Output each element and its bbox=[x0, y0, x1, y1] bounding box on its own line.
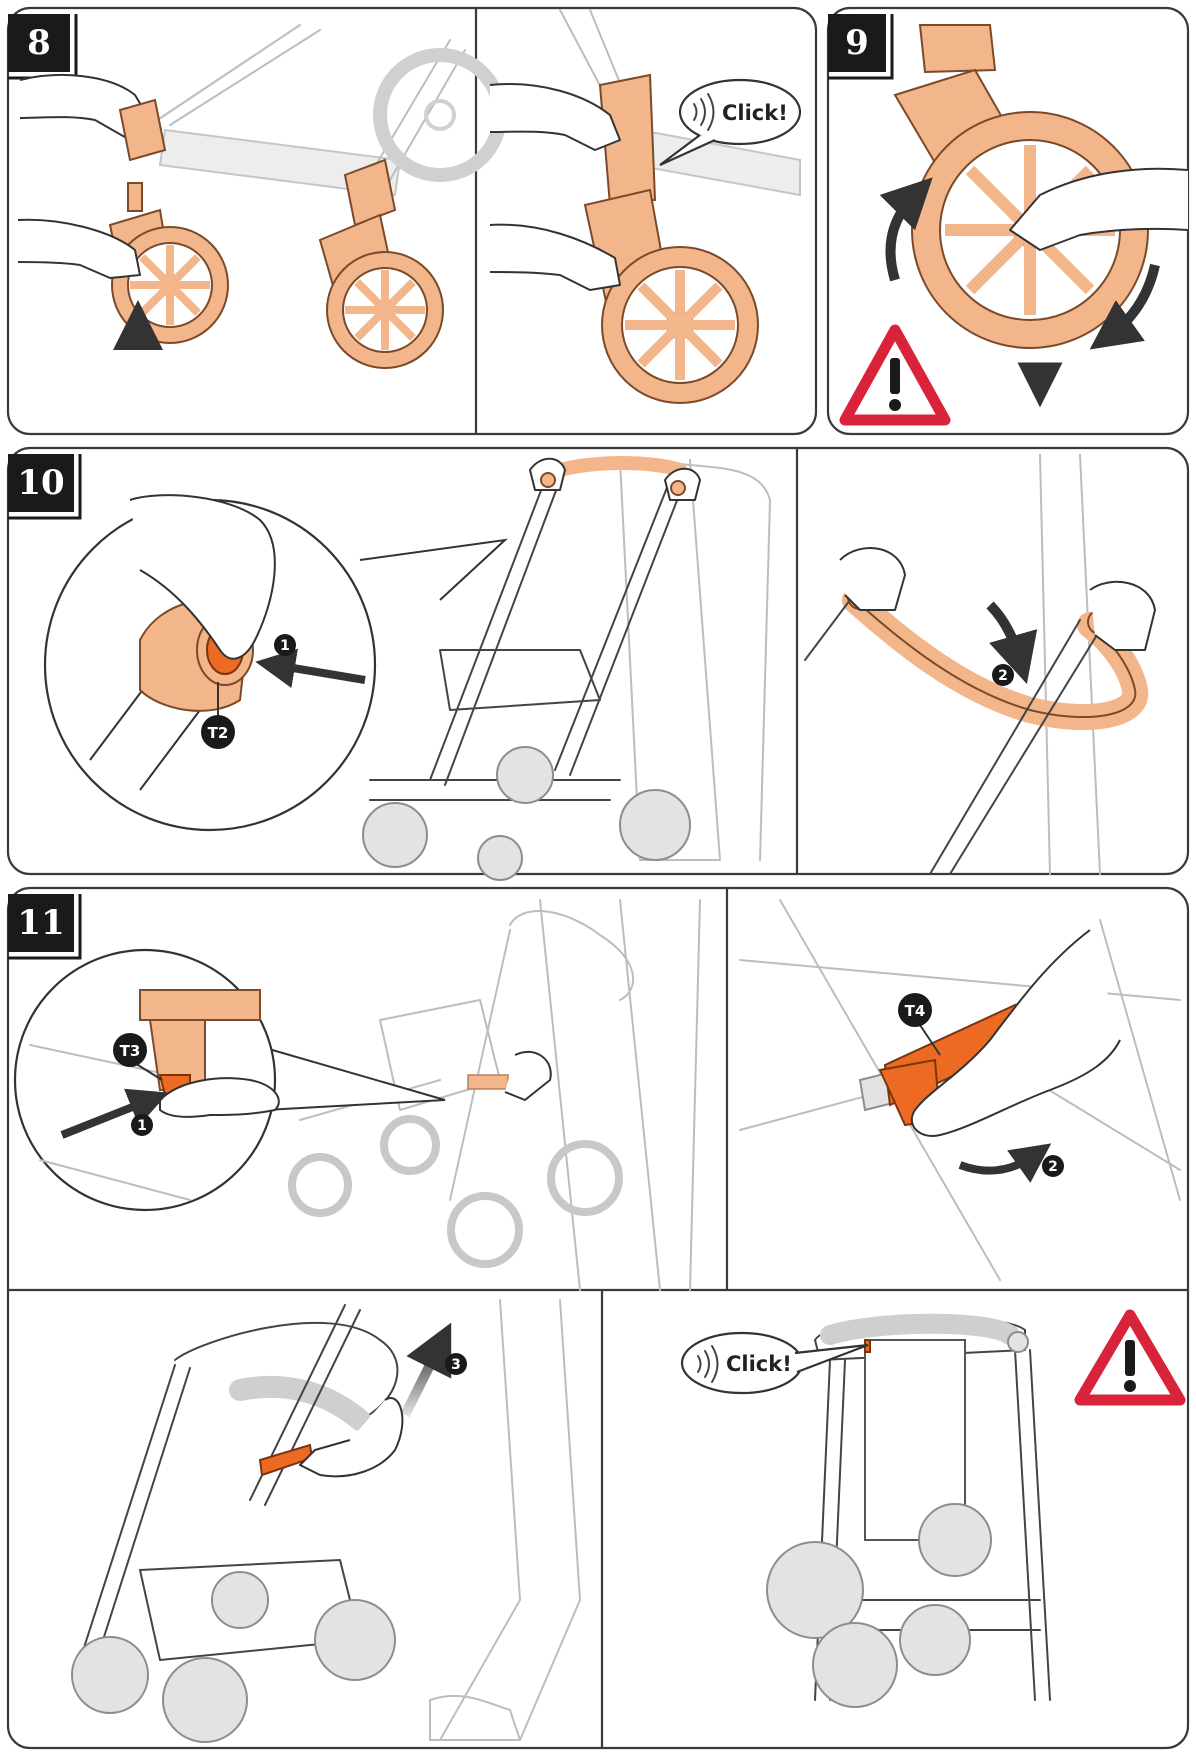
svg-text:2: 2 bbox=[998, 668, 1008, 684]
svg-text:3: 3 bbox=[451, 1357, 461, 1373]
step-10-number: 10 bbox=[17, 463, 64, 503]
stroller-with-parent bbox=[363, 459, 770, 880]
lift-up-arrow-icon bbox=[405, 1345, 440, 1415]
wheel-attached-illustration: Click! bbox=[490, 10, 800, 403]
svg-text:T2: T2 bbox=[208, 724, 229, 742]
stroller-wheels-fold bbox=[72, 1572, 395, 1742]
step-9-number: 9 bbox=[845, 23, 869, 63]
folded-stroller-illustration: Click! bbox=[682, 1315, 1180, 1707]
svg-text:T4: T4 bbox=[905, 1002, 926, 1020]
svg-text:1: 1 bbox=[137, 1118, 147, 1134]
step-11-number: 11 bbox=[17, 903, 64, 943]
step-10-panel: 10 1 T2 bbox=[8, 448, 1188, 880]
order-badge-1-step11: 1 bbox=[131, 1114, 153, 1136]
order-badge-1-step10: 1 bbox=[274, 634, 296, 656]
order-badge-2-step11: 2 bbox=[1042, 1155, 1064, 1177]
step-11-panel: 11 1 bbox=[8, 888, 1188, 1748]
step-9-panel: 9 bbox=[828, 8, 1188, 434]
faded-rear-wheel bbox=[380, 55, 500, 175]
step-8-badge: 8 bbox=[8, 14, 76, 78]
hand-holding-socket bbox=[20, 75, 165, 160]
step-9-badge: 9 bbox=[828, 14, 892, 78]
order-badge-2-step10: 2 bbox=[992, 664, 1014, 686]
step-8-number: 8 bbox=[27, 23, 51, 63]
click-label: Click! bbox=[722, 101, 788, 125]
release-lever-t3-zoom: 1 T3 bbox=[15, 950, 445, 1210]
click-label-2: Click! bbox=[726, 1352, 792, 1376]
attached-front-wheel bbox=[327, 252, 443, 368]
order-badge-3-step11: 3 bbox=[445, 1353, 467, 1375]
step-10-badge: 10 bbox=[8, 454, 80, 518]
fold-arrow-icon bbox=[990, 605, 1020, 660]
seat-lever-t4-illustration: 2 T4 bbox=[740, 900, 1180, 1280]
step-11-badge: 11 bbox=[8, 894, 80, 958]
svg-text:T3: T3 bbox=[120, 1042, 141, 1060]
wheel-insert-illustration bbox=[18, 25, 500, 405]
svg-text:1: 1 bbox=[280, 638, 290, 654]
stroller-lift-fold-illustration: 3 bbox=[72, 1300, 580, 1742]
tool-label-t4: T4 bbox=[898, 993, 932, 1027]
lift-lever-arrow-icon bbox=[960, 1155, 1035, 1171]
wheel-rotate-illustration bbox=[891, 25, 1189, 385]
step-8-panel: 8 bbox=[8, 8, 816, 434]
warning-triangle-icon-2 bbox=[1080, 1315, 1180, 1400]
warning-triangle-icon bbox=[845, 330, 945, 420]
tool-label-t2: T2 bbox=[201, 715, 235, 749]
mounted-wheel bbox=[602, 247, 758, 403]
tool-label-t3: T3 bbox=[113, 1033, 147, 1067]
handle-fold-illustration: 2 bbox=[805, 455, 1155, 874]
svg-text:2: 2 bbox=[1048, 1159, 1058, 1175]
